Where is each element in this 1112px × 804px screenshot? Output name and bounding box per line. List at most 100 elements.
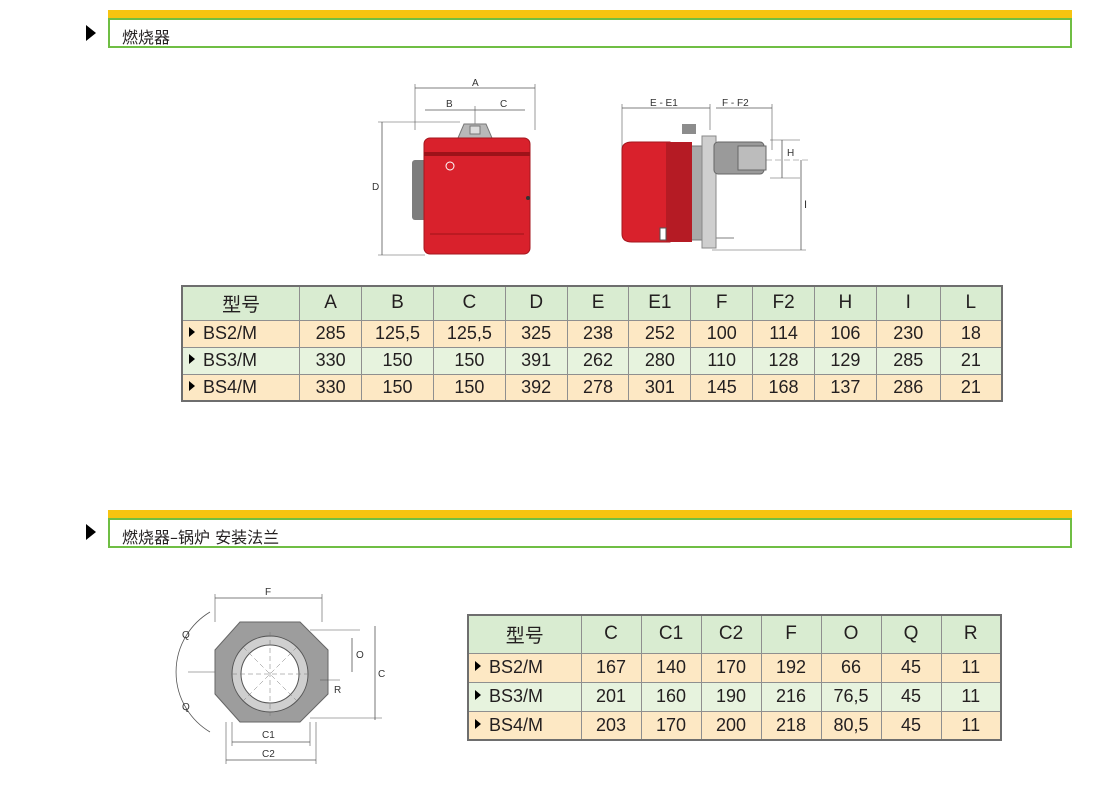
table-row: BS4/M 203 170 200 218 80,5 45 11 [467, 710, 1002, 741]
table-cell: 21 [939, 346, 1003, 375]
table-cell: 150 [432, 346, 506, 375]
table-cell: 391 [504, 346, 568, 375]
table-cell: 129 [813, 346, 877, 375]
table-cell: 18 [939, 319, 1003, 348]
table-cell: 140 [640, 652, 702, 683]
table-cell: 11 [940, 710, 1002, 741]
row-arrow-icon [475, 718, 481, 729]
table-cell: 11 [940, 652, 1002, 683]
dim-label-e-e1: E - E1 [650, 98, 678, 109]
table-cell: 110 [690, 346, 754, 375]
table-cell: 21 [939, 373, 1003, 402]
table-cell: 325 [504, 319, 568, 348]
table-cell: 285 [299, 319, 363, 348]
table-cell: 200 [700, 710, 762, 741]
dim-label-d: D [372, 182, 379, 193]
model-cell: BS3/M [181, 346, 301, 375]
model-label: BS3/M [489, 686, 544, 706]
table-cell: 286 [875, 373, 941, 402]
table-cell: 170 [640, 710, 702, 741]
row-arrow-icon [189, 327, 195, 337]
header-cell: F2 [752, 285, 815, 321]
section-arrow-icon [86, 25, 96, 41]
table-cell: 238 [566, 319, 630, 348]
header-cell: F [760, 614, 822, 654]
table-cell: 190 [700, 681, 762, 712]
flange-label-q-top: Q [182, 630, 190, 641]
header-cell: C2 [700, 614, 762, 654]
flange-label-c2: C2 [262, 749, 275, 760]
table-header-row: 型号 A B C D E E1 F F2 H I L [181, 285, 1003, 321]
flange-label-c: C [378, 669, 385, 680]
table-cell: 285 [875, 346, 941, 375]
section-stripe [108, 10, 1072, 18]
table-cell: 145 [690, 373, 754, 402]
table-header-row: 型号 C C1 C2 F O Q R [467, 614, 1002, 654]
table-cell: 192 [760, 652, 822, 683]
table-cell: 128 [752, 346, 815, 375]
table-cell: 167 [580, 652, 642, 683]
header-cell: I [875, 285, 941, 321]
dim-label-c: C [500, 99, 507, 110]
header-cell: A [299, 285, 363, 321]
table-cell: 76,5 [820, 681, 882, 712]
table-cell: 278 [566, 373, 630, 402]
row-arrow-icon [475, 661, 481, 671]
section-stripe [108, 510, 1072, 518]
table-cell: 150 [361, 373, 434, 402]
burner-dimensions-table: 型号 A B C D E E1 F F2 H I L BS2/M 285 125… [181, 285, 1003, 402]
header-cell-model: 型号 [467, 614, 582, 654]
burner-dimension-diagram: A B C D E - E1 F - F2 H I L [372, 78, 810, 256]
model-cell: BS4/M [181, 373, 301, 402]
table-cell: 66 [820, 652, 882, 683]
table-cell: 106 [813, 319, 877, 348]
header-cell: F [690, 285, 754, 321]
header-cell: O [820, 614, 882, 654]
table-cell: 392 [504, 373, 568, 402]
model-label: BS3/M [203, 350, 258, 370]
header-cell: E1 [628, 285, 692, 321]
header-cell: E [566, 285, 630, 321]
section-header-burner: 燃烧器 [108, 10, 1072, 48]
model-cell: BS2/M [467, 652, 582, 683]
table-cell: 114 [752, 319, 815, 348]
dim-label-h: H [787, 148, 794, 159]
table-cell: 150 [361, 346, 434, 375]
header-cell: Q [880, 614, 942, 654]
header-cell-model: 型号 [181, 285, 301, 321]
flange-label-q-bottom: Q [182, 702, 190, 713]
table-cell: 80,5 [820, 710, 882, 741]
model-cell: BS2/M [181, 319, 301, 348]
section-arrow-icon [86, 524, 96, 540]
dim-label-i: I [804, 199, 807, 211]
table-cell: 11 [940, 681, 1002, 712]
table-cell: 216 [760, 681, 822, 712]
flange-label-o: O [356, 650, 364, 661]
table-row: BS3/M 330 150 150 391 262 280 110 128 12… [181, 346, 1003, 375]
header-cell: C1 [640, 614, 702, 654]
header-cell: C [432, 285, 506, 321]
burner-front-view: A B C D [372, 78, 536, 256]
row-arrow-icon [189, 380, 195, 391]
table-cell: 330 [299, 346, 363, 375]
table-cell: 45 [880, 652, 942, 683]
model-cell: BS4/M [467, 710, 582, 741]
header-cell: C [580, 614, 642, 654]
flange-label-f: F [265, 587, 271, 598]
table-cell: 262 [566, 346, 630, 375]
flange-label-r: R [334, 685, 341, 696]
model-label: BS4/M [203, 376, 258, 397]
header-cell: B [361, 285, 434, 321]
row-arrow-icon [189, 354, 195, 364]
table-cell: 218 [760, 710, 822, 741]
model-label: BS2/M [489, 657, 544, 677]
table-cell: 330 [299, 373, 363, 402]
table-cell: 45 [880, 681, 942, 712]
table-row: BS2/M 167 140 170 192 66 45 11 [467, 652, 1002, 683]
table-cell: 170 [700, 652, 762, 683]
table-cell: 150 [432, 373, 506, 402]
header-cell: H [813, 285, 877, 321]
section-header-flange: 燃烧器–锅炉 安装法兰 [108, 510, 1072, 548]
table-cell: 160 [640, 681, 702, 712]
table-cell: 301 [628, 373, 692, 402]
